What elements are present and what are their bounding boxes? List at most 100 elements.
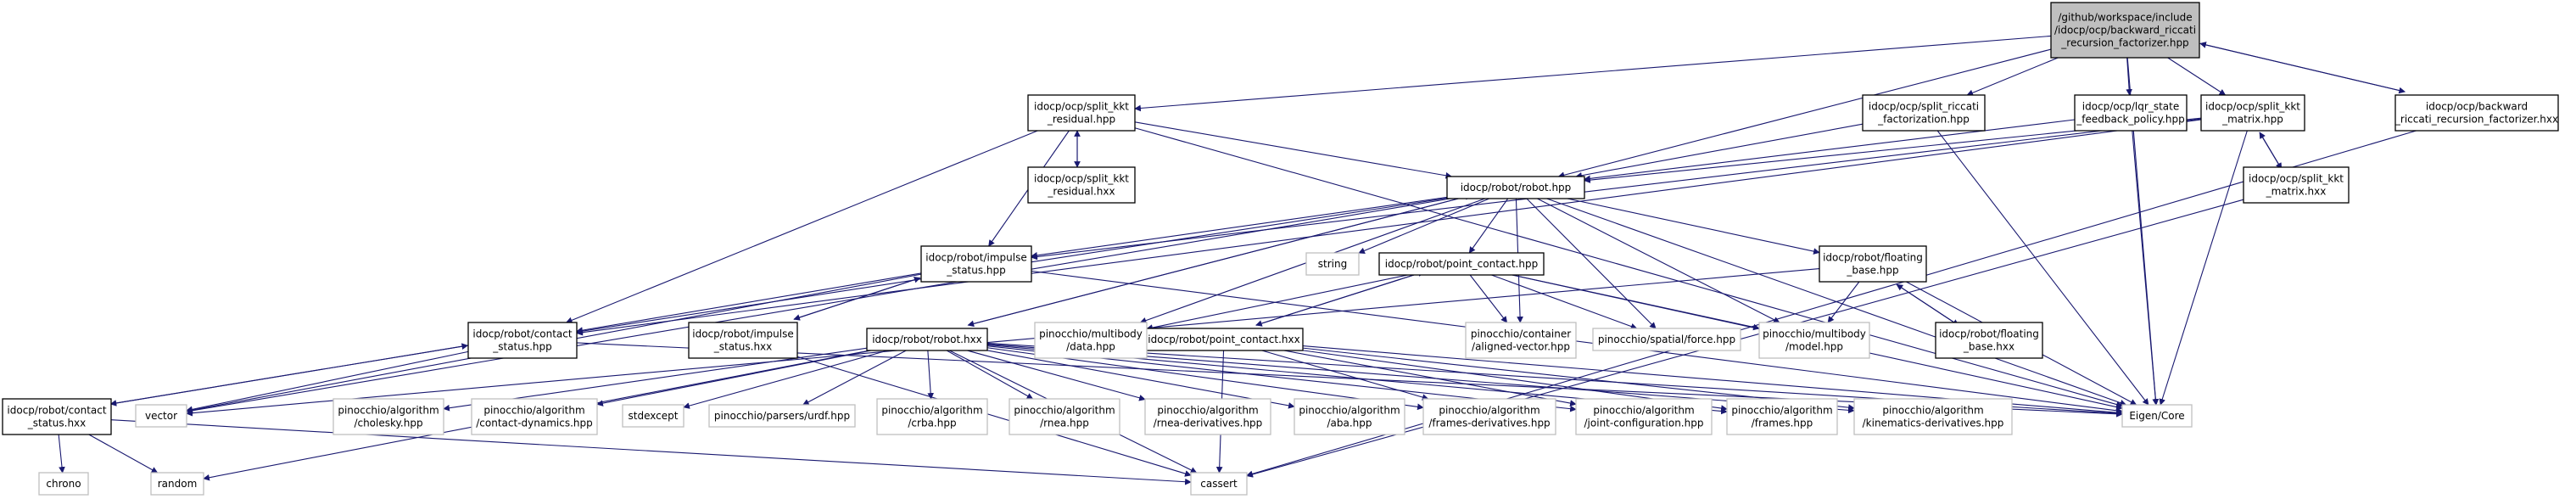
edge-contact_status_hxx-to-chrono: [58, 434, 65, 474]
node-box: [1446, 176, 1585, 199]
node-label: pinocchio/algorithm: [483, 405, 584, 417]
edge-split_riccati_factorization_hpp-to-eigen_core: [1936, 130, 2149, 406]
edge-contact_status_hxx-to-cassert: [110, 419, 1192, 485]
node-label: idocp/ocp/split_kkt: [1034, 173, 1129, 185]
node-contact-dynamics: pinocchio/algorithm/contact-dynamics.hpp: [471, 398, 598, 435]
edge-robot_hpp-to-string: [1358, 198, 1490, 254]
node-label: idocp/robot/point_contact.hpp: [1385, 258, 1538, 270]
node-label: idocp/ocp/lqr_state: [2082, 101, 2179, 113]
node-label: /frames-derivatives.hpp: [1428, 418, 1550, 429]
edge-split_kkt_matrix_hpp-to-contact_status_hpp: [576, 119, 2202, 336]
edge-floating_base_hpp-to-multibody_model: [1827, 281, 1860, 323]
node-label: _matrix.hpp: [2221, 114, 2283, 126]
edge-robot_hxx-to-rnea: [946, 350, 1034, 400]
node-backward-riccati-hxx[interactable]: idocp/ocp/backward_riccati_recursion_fac…: [2394, 94, 2559, 132]
node-label: pinocchio/algorithm: [1593, 405, 1694, 417]
node-split-kkt-residual-hxx[interactable]: idocp/ocp/split_kkt_residual.hxx: [1027, 166, 1136, 204]
node-label: pinocchio/algorithm: [1299, 405, 1400, 417]
node-split-kkt-matrix-hxx[interactable]: idocp/ocp/split_kkt_matrix.hxx: [2243, 166, 2350, 204]
node-string: string: [1305, 252, 1360, 276]
node-label: idocp/robot/floating: [1823, 252, 1923, 264]
node-robot-hxx[interactable]: idocp/robot/robot.hxx: [866, 328, 988, 351]
node-box: [1378, 252, 1545, 276]
node-label: /idocp/ocp/backward_riccati: [2054, 25, 2196, 36]
node-frames: pinocchio/algorithm/frames.hpp: [1726, 398, 1838, 435]
node-label: /frames.hpp: [1752, 418, 1813, 429]
node-label: pinocchio/algorithm: [1014, 405, 1115, 417]
node-label: /rnea.hpp: [1040, 418, 1089, 429]
node-point-contact-hpp[interactable]: idocp/robot/point_contact.hpp: [1378, 252, 1545, 276]
node-lqr-state-feedback-policy-hpp[interactable]: idocp/ocp/lqr_state_feedback_policy.hpp: [2074, 94, 2188, 132]
edge-contact_status_hxx-to-random: [88, 434, 159, 474]
node-impulse-status-hxx[interactable]: idocp/robot/impulse_status.hxx: [688, 322, 798, 359]
node-label: idocp/ocp/split_kkt: [2249, 173, 2344, 185]
node-box: [2200, 94, 2305, 132]
node-box: [2243, 166, 2350, 204]
node-urdf: pinocchio/parsers/urdf.hpp: [708, 404, 856, 428]
node-contact-status-hpp[interactable]: idocp/robot/contact_status.hpp: [467, 322, 578, 359]
edge-main-to-lqr_state_feedback_policy_hpp: [2126, 57, 2132, 96]
node-point-contact-hxx[interactable]: idocp/robot/point_contact.hxx: [1144, 328, 1304, 351]
node-box: [920, 245, 1032, 283]
node-box: [135, 404, 187, 428]
node-box: [1862, 94, 1986, 132]
node-label: pinocchio/parsers/urdf.hpp: [714, 410, 850, 422]
edge-split_kkt_matrix_hpp-to-impulse_status_hpp: [1031, 118, 2202, 261]
node-label: idocp/robot/robot.hxx: [872, 334, 982, 345]
edge-point_contact_hpp-to-aligned_vector: [1469, 274, 1508, 323]
edge-main-to-split_kkt_matrix_hpp: [2167, 57, 2227, 96]
node-aba: pinocchio/algorithm/aba.hpp: [1294, 398, 1405, 435]
node-label: /rnea-derivatives.hpp: [1154, 418, 1263, 429]
node-box: [2074, 94, 2188, 132]
edge-robot_hpp-to-vector: [186, 198, 1450, 414]
node-impulse-status-hpp[interactable]: idocp/robot/impulse_status.hpp: [920, 245, 1032, 283]
node-contact-status-hxx[interactable]: idocp/robot/contact_status.hxx: [2, 398, 112, 435]
node-box: [150, 472, 204, 496]
edge-main-to-robot_hpp: [1557, 48, 2052, 178]
node-label: pinocchio/algorithm: [1731, 405, 1832, 417]
node-label: _base.hpp: [1846, 265, 1898, 277]
node-label: random: [158, 478, 198, 490]
node-box: [1294, 398, 1405, 435]
node-label: pinocchio/spatial/force.hpp: [1598, 334, 1735, 345]
node-box: [1027, 166, 1136, 204]
node-box: [38, 472, 89, 496]
edge-robot_hxx-to-urdf: [802, 350, 907, 406]
node-label: /kinematics-derivatives.hpp: [1863, 418, 2004, 429]
node-label: idocp/robot/floating: [1939, 328, 2039, 340]
node-box: [866, 328, 988, 351]
node-label: _riccati_recursion_factorizer.hxx: [2394, 114, 2558, 126]
node-label: idocp/ocp/split_kkt: [2205, 101, 2300, 113]
edge-impulse_status_hpp-to-contact_status_hpp: [576, 272, 922, 334]
node-label: /data.hpp: [1066, 341, 1115, 353]
node-box: [1027, 94, 1136, 132]
node-rnea-derivatives: pinocchio/algorithm/rnea-derivatives.hpp: [1144, 398, 1271, 435]
node-floating-base-hxx[interactable]: idocp/robot/floating_base.hxx: [1935, 322, 2043, 359]
node-split-kkt-matrix-hpp[interactable]: idocp/ocp/split_kkt_matrix.hpp: [2200, 94, 2305, 132]
edge-split_riccati_factorization_hpp-to-robot_hpp: [1575, 123, 1864, 179]
edge-robot_hpp-to-floating_base_hpp: [1567, 198, 1820, 255]
node-box: [1575, 398, 1713, 435]
edge-point_contact_hxx-to-point_contact_hpp: [1255, 270, 1425, 326]
edge-split_kkt_residual_hpp-to-contact_status_hpp: [565, 130, 1038, 323]
node-label: pinocchio/multibody: [1763, 328, 1866, 340]
node-box: [1144, 398, 1271, 435]
node-split-riccati-factorization-hpp[interactable]: idocp/ocp/split_riccati_factorization.hp…: [1862, 94, 1986, 132]
node-box: [1819, 245, 1927, 283]
node-split-kkt-residual-hpp[interactable]: idocp/ocp/split_kkt_residual.hpp: [1027, 94, 1136, 132]
node-label: idocp/robot/point_contact.hxx: [1148, 334, 1299, 345]
node-main[interactable]: /github/workspace/include/idocp/ocp/back…: [2050, 2, 2200, 59]
node-robot-hpp[interactable]: idocp/robot/robot.hpp: [1446, 176, 1585, 199]
node-floating-base-hpp[interactable]: idocp/robot/floating_base.hpp: [1819, 245, 1927, 283]
node-box: [2394, 94, 2559, 132]
node-stdexcept: stdexcept: [622, 404, 685, 428]
edge-point_contact_hxx-to-frames_derivatives: [1261, 350, 1429, 401]
edge-point_contact_hxx-to-kinematics_derivatives: [1302, 347, 1855, 411]
node-label: pinocchio/algorithm: [1439, 405, 1539, 417]
node-box: [1190, 472, 1248, 496]
edge-robot_hpp-to-impulse_status_hpp: [1031, 196, 1448, 259]
node-box: [622, 404, 685, 428]
node-joint-configuration: pinocchio/algorithm/joint-configuration.…: [1575, 398, 1713, 435]
node-box: [1422, 398, 1556, 435]
